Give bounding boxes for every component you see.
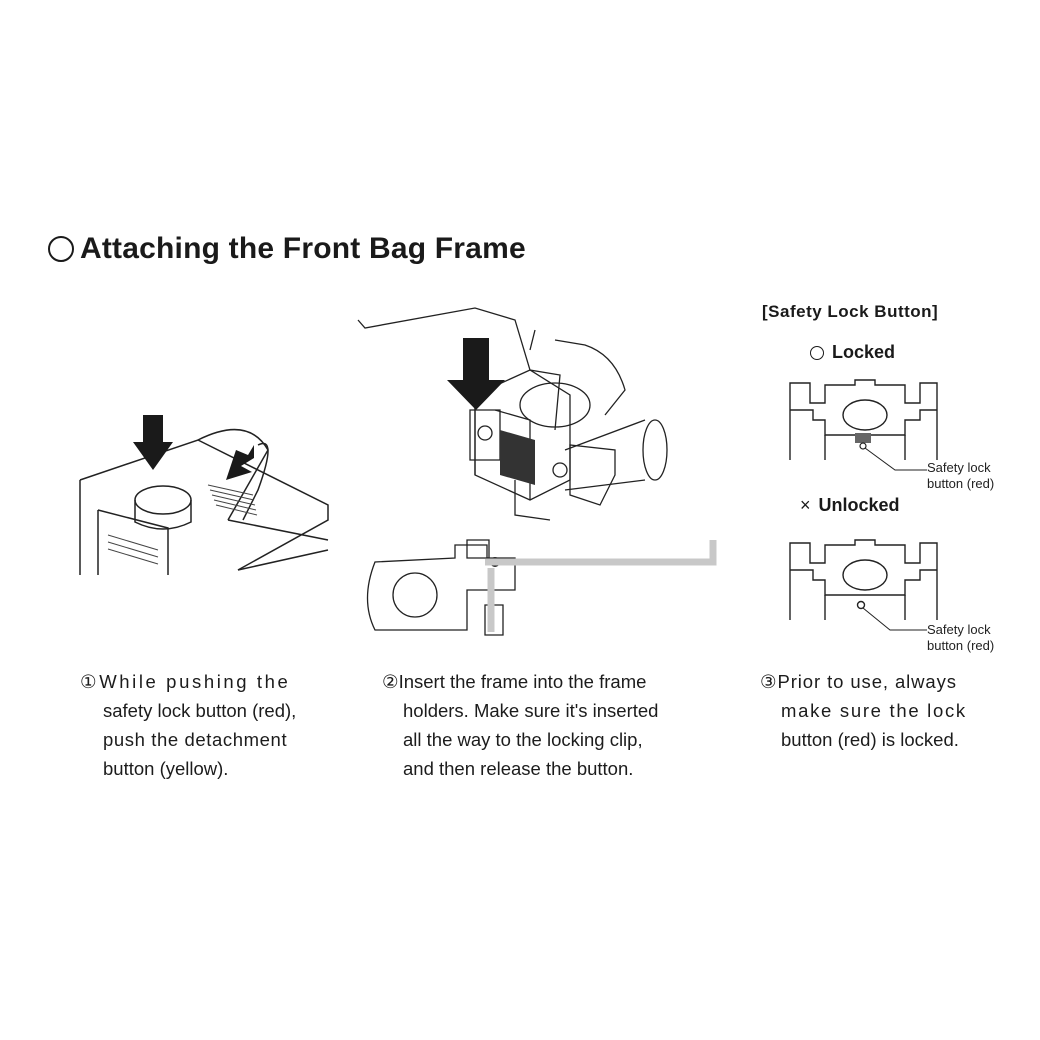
- unlocked-lock-diagram: [785, 535, 945, 620]
- circle-check-icon: [810, 345, 824, 360]
- unlocked-label: Unlocked: [818, 495, 900, 515]
- step-2-number: ②: [382, 671, 399, 692]
- section-title: Attaching the Front Bag Frame: [48, 232, 526, 266]
- figure-step-1-illustration: [78, 415, 333, 580]
- step-3-number: ③: [760, 671, 778, 692]
- safety-lock-heading: [Safety Lock Button]: [762, 302, 939, 321]
- step-1-line-2: safety lock button (red),: [103, 700, 297, 721]
- locked-label: Locked: [832, 342, 896, 362]
- callout-line-1: Safety lock: [927, 622, 991, 637]
- safety-lock-callout-unlocked: Safety lock button (red): [927, 622, 994, 654]
- step-2-text: ②Insert the frame into the frame holders…: [382, 667, 722, 783]
- step-3-text: ③Prior to use, always make sure the lock…: [760, 667, 1010, 754]
- step-2-line-4: and then release the button.: [403, 758, 634, 779]
- section-title-text: Attaching the Front Bag Frame: [80, 232, 526, 265]
- step-3-line-1: Prior to use, always: [777, 671, 957, 692]
- unlocked-state-label: × Unlocked: [800, 495, 900, 516]
- step-2-line-1: Insert the frame into the frame: [398, 671, 647, 692]
- step-3-line-3: button (red) is locked.: [781, 729, 959, 750]
- callout-line-2: button (red): [927, 476, 995, 491]
- step-1-text: ①While pushing the safety lock button (r…: [80, 667, 335, 783]
- safety-lock-callout-locked: Safety lock button (red): [927, 460, 994, 492]
- figure-step-2-illustration: [355, 300, 720, 645]
- locked-lock-diagram: [785, 375, 945, 460]
- step-2-line-3: all the way to the locking clip,: [403, 729, 643, 750]
- step-1-number: ①: [80, 671, 100, 692]
- callout-line-1: Safety lock: [927, 460, 991, 475]
- step-3-line-2: make sure the lock: [781, 700, 967, 721]
- step-2-line-2: holders. Make sure it's inserted: [403, 700, 659, 721]
- locked-state-label: Locked: [810, 342, 895, 363]
- x-icon: ×: [800, 495, 811, 515]
- circle-bullet-icon: [48, 236, 74, 262]
- step-1-line-3: push the detachment: [103, 729, 288, 750]
- callout-line-2: button (red): [927, 638, 995, 653]
- step-1-line-1: While pushing the: [99, 671, 291, 692]
- step-1-line-4: button (yellow).: [103, 758, 229, 779]
